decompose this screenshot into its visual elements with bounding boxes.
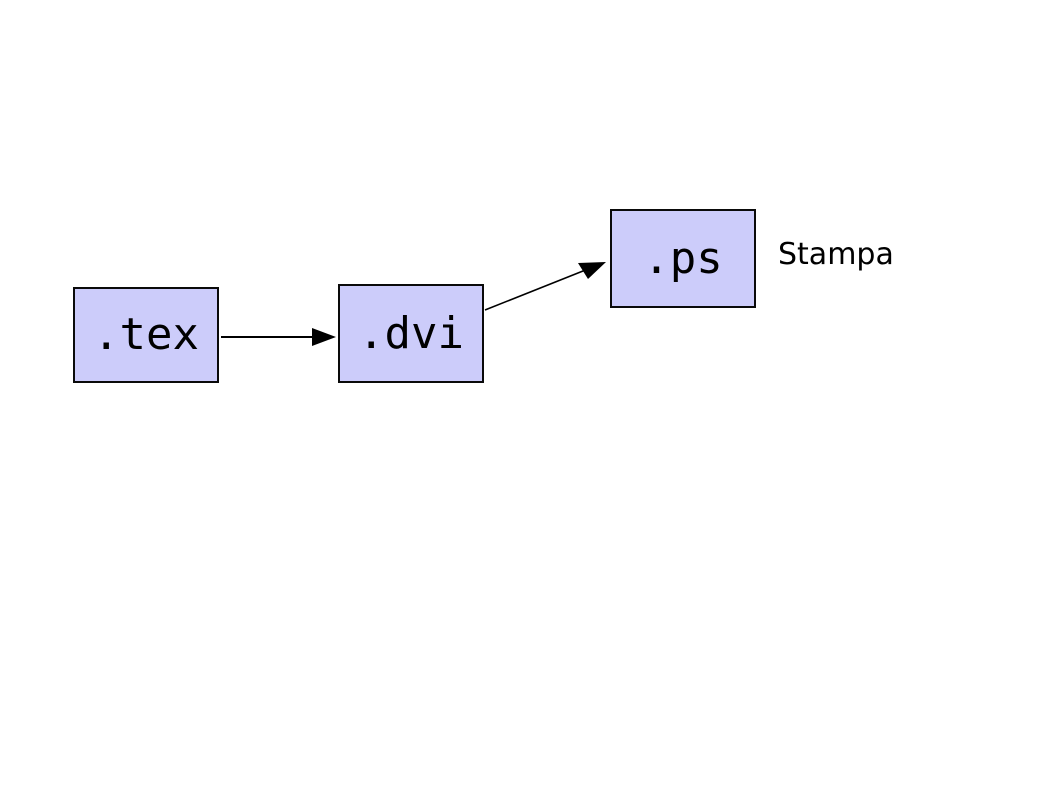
node-dvi-label: .dvi <box>358 307 464 359</box>
node-tex[interactable]: .tex <box>73 287 219 383</box>
node-ps[interactable]: .ps <box>610 209 756 308</box>
edge-tex-to-dvi <box>221 328 336 346</box>
edge-line-dvi-to-ps <box>484 268 589 311</box>
node-tex-label: .tex <box>93 309 199 360</box>
annotation-stampa: Stampa <box>778 237 894 272</box>
arrowhead-dvi-to-ps <box>578 262 606 279</box>
node-ps-label: .ps <box>643 232 723 284</box>
arrowhead-tex-to-dvi <box>312 328 336 346</box>
edge-dvi-to-ps <box>484 262 606 311</box>
node-dvi[interactable]: .dvi <box>338 284 484 383</box>
